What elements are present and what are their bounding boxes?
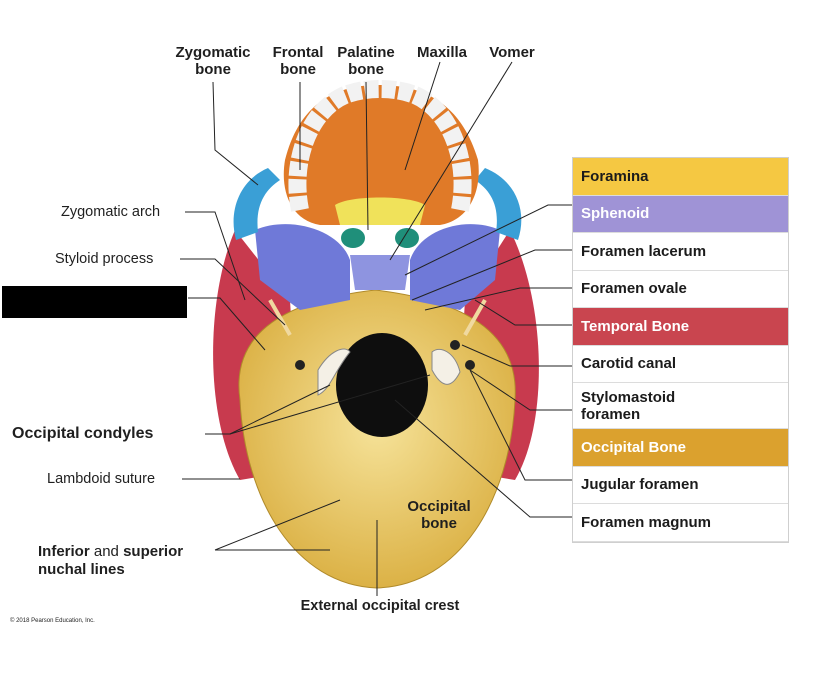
legend-row-sphenoid: Sphenoid xyxy=(573,195,788,233)
legend-row-foramina: Foramina xyxy=(573,158,788,196)
label-and: and xyxy=(89,543,124,560)
legend-row-foramen-magnum: Foramen magnum xyxy=(573,504,788,542)
redaction-box xyxy=(2,286,187,318)
zygomatic-left xyxy=(233,168,280,240)
label-inferior: Inferior xyxy=(38,543,90,560)
sphenoid-bone-right xyxy=(410,224,500,310)
legend-row-jugular-foramen: Jugular foramen xyxy=(573,467,788,504)
legend-row-foramen-lacerum: Foramen lacerum xyxy=(573,233,788,271)
label-occipital-bone: Occipital bone xyxy=(407,498,471,532)
label-occipital-condyles: Occipital condyles xyxy=(12,425,154,442)
label-lambdoid-suture: Lambdoid suture xyxy=(47,471,156,487)
occipital-condyle-left xyxy=(317,348,351,396)
label-styloid-process: Styloid process xyxy=(55,251,154,267)
maxilla xyxy=(283,85,479,225)
label-palatine-bone: Palatine bone xyxy=(337,44,395,78)
label-nuchal-lines: Inferior and superior nuchal lines xyxy=(38,543,183,579)
zygomatic-right xyxy=(475,168,522,240)
legend-row-stylomastoid-foramen: Stylomastoid foramen xyxy=(573,383,788,429)
legend-row-temporal-bone: Temporal Bone xyxy=(573,308,788,346)
legend-row-carotid-canal: Carotid canal xyxy=(573,346,788,383)
sphenoid-bone xyxy=(255,224,350,310)
copyright-text: © 2018 Pearson Education, Inc. xyxy=(10,618,95,624)
legend-row-foramen-ovale: Foramen ovale xyxy=(573,271,788,308)
occipital-condyle-right xyxy=(431,348,461,385)
label-vomer: Vomer xyxy=(489,44,535,61)
palatine-bone xyxy=(335,197,425,225)
label-nuchal: nuchal lines xyxy=(38,561,125,578)
leader-lines xyxy=(180,61,572,596)
label-zygomatic-bone: Zygomatic bone xyxy=(175,44,251,78)
legend-row-occipital-bone: Occipital Bone xyxy=(573,429,788,467)
label-superior: superior xyxy=(123,543,184,560)
label-maxilla: Maxilla xyxy=(416,44,468,61)
foramen-magnum xyxy=(336,333,428,437)
label-external-occipital-crest: External occipital crest xyxy=(300,598,460,614)
label-zygomatic-arch: Zygomatic arch xyxy=(61,204,161,220)
label-frontal-bone: Frontal bone xyxy=(272,44,324,78)
